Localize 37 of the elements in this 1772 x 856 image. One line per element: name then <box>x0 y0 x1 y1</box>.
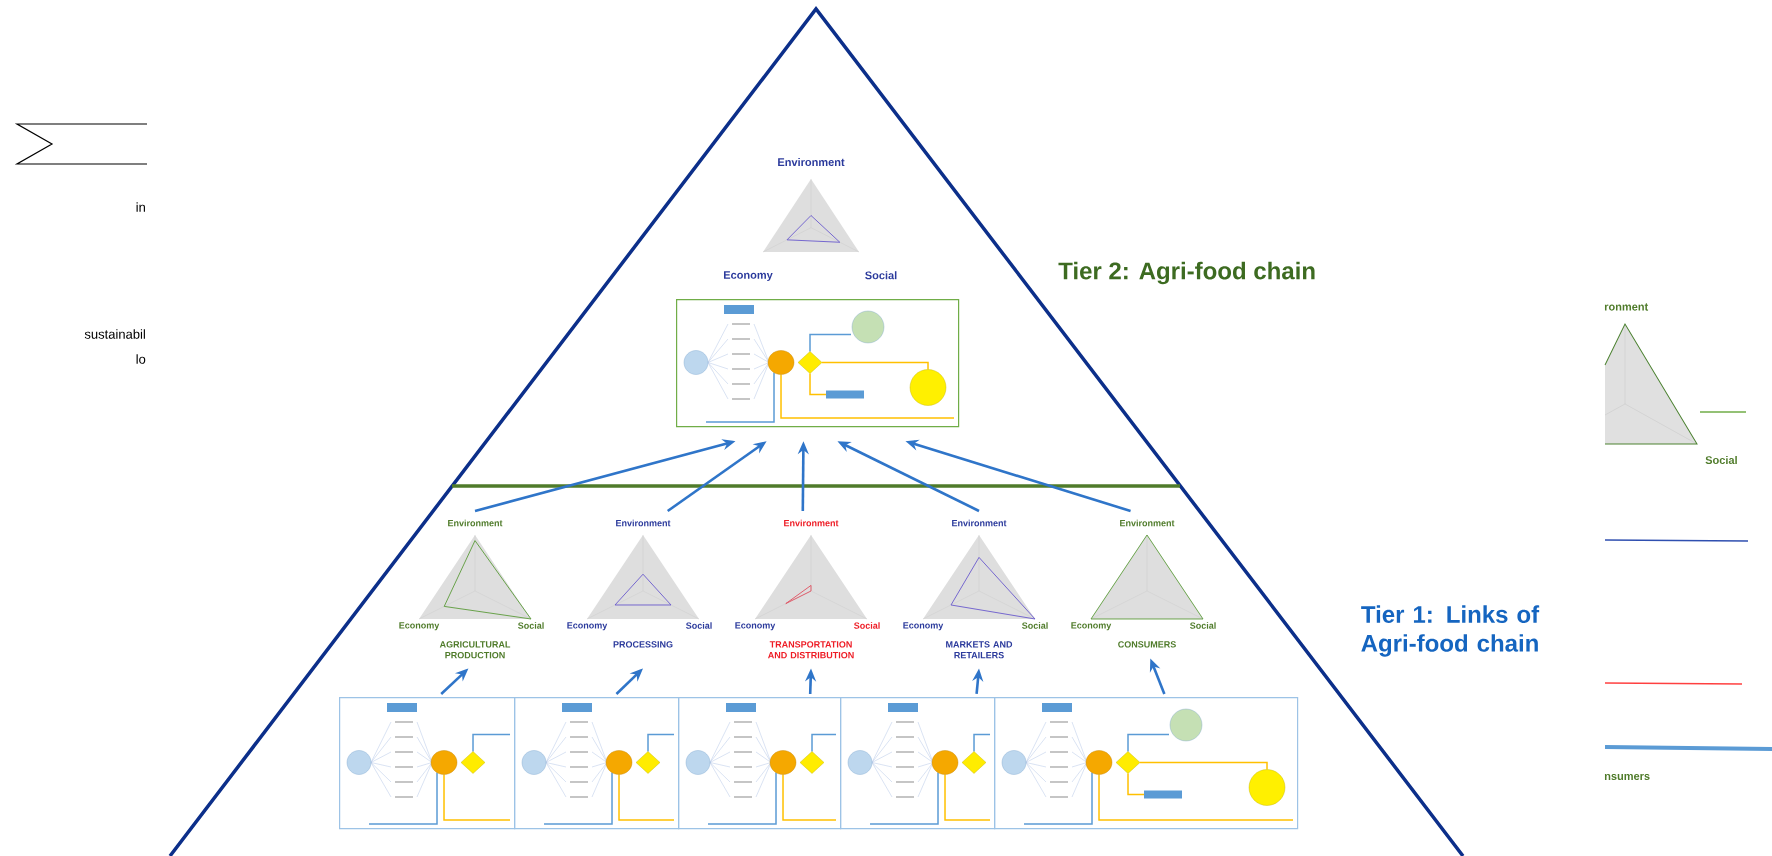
axis-label: Economy <box>724 271 773 282</box>
text-fragment: in <box>136 202 145 212</box>
axis-label: Economy <box>399 622 440 631</box>
link-title: PROCESSING <box>613 641 673 648</box>
axis-label: Social <box>865 271 897 280</box>
flowchart-drawing <box>678 697 842 830</box>
flowchart-drawing <box>676 299 960 428</box>
flowchart-drawing <box>994 697 1299 830</box>
axis-label: Social <box>686 622 712 629</box>
text-fragment: ronment <box>1604 303 1649 311</box>
axis-label: Economy <box>903 622 944 631</box>
tier-title: Tier 2: Agri-food chain <box>1058 261 1315 285</box>
axis-label: Social <box>1022 622 1048 629</box>
link-title: AGRICULTURAL PRODUCTION <box>439 641 511 659</box>
flowchart-drawing <box>339 697 516 830</box>
axis-label: Social <box>518 622 544 629</box>
flowchart-drawing <box>514 697 680 830</box>
axis-label: Environment <box>778 157 845 167</box>
axis-label: Economy <box>735 622 776 631</box>
axis-label: Social <box>1190 622 1216 629</box>
text-fragment: Social <box>1705 455 1737 465</box>
flowchart-drawing <box>840 697 996 830</box>
link-title: MARKETS AND RETAILERS <box>946 641 1013 659</box>
axis-label: Environment <box>616 519 671 527</box>
axis-label: Environment <box>784 519 839 527</box>
axis-label: Social <box>854 622 880 629</box>
text-fragment: sustainabil <box>84 329 145 339</box>
tier-title: Tier 1: Links of Agri-food chain <box>1361 605 1540 657</box>
axis-label: Environment <box>952 519 1007 527</box>
link-title: TRANSPORTATION AND DISTRIBUTION <box>768 641 854 659</box>
axis-label: Economy <box>567 622 608 631</box>
axis-label: Economy <box>1071 622 1112 631</box>
axis-label: Environment <box>1120 519 1175 527</box>
link-title: CONSUMERS <box>1118 641 1176 648</box>
axis-label: Environment <box>448 519 503 527</box>
text-fragment: lo <box>136 354 146 364</box>
text-fragment: nsumers <box>1604 774 1650 780</box>
